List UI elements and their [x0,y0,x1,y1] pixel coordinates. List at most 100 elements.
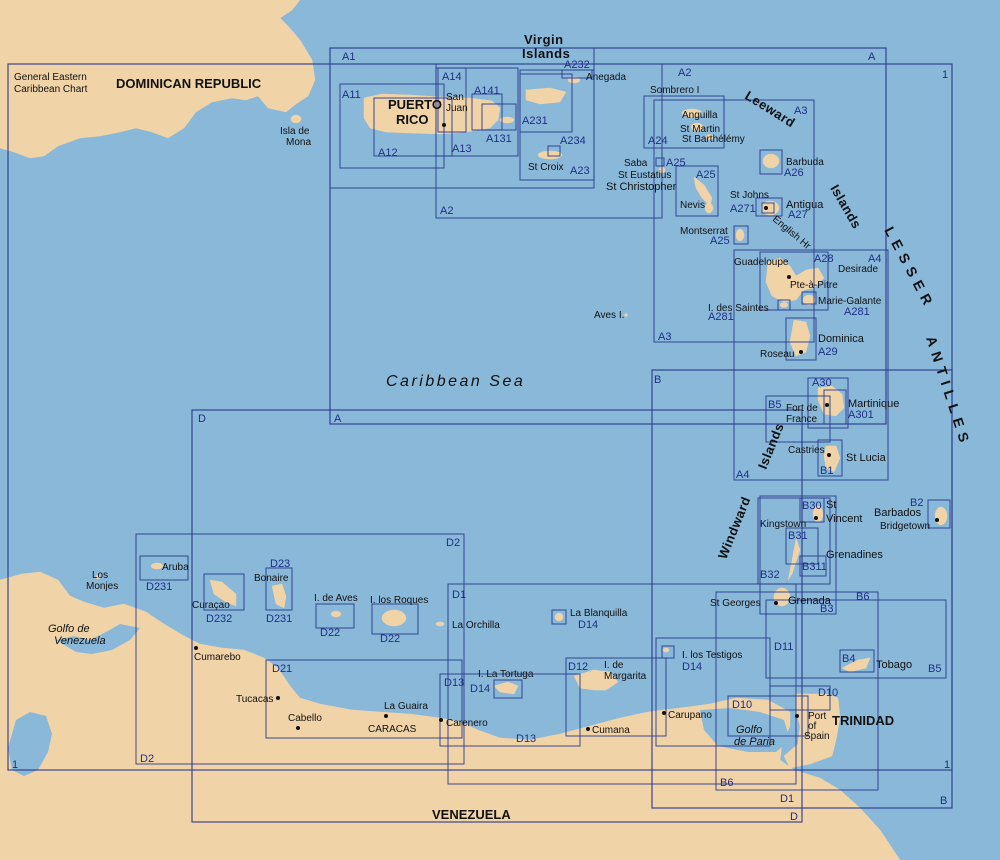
san-juan-dot [442,123,446,127]
st-croix-land [537,150,563,160]
chart-label-a30: A30 [812,377,832,389]
chart-label-a26: A26 [784,167,804,179]
chart-b31-boundary[interactable] [785,527,819,565]
chart-label-a3-top: A3 [794,105,807,117]
chart-d11-boundary[interactable] [655,637,771,747]
chart-label-b3: B3 [820,603,833,615]
chart-a14-boundary[interactable] [437,67,467,133]
chart-d12-boundary[interactable] [565,657,667,737]
antigua-land [760,200,780,216]
chart-b311-boundary[interactable] [799,555,827,577]
chart-b3-boundary[interactable] [759,495,837,615]
chart-d14-boundary[interactable] [493,679,523,699]
chart-label-a4-top: A4 [868,253,881,265]
chart-label-d14-tortuga: D14 [470,683,490,695]
isla-de-mona-label-1: Isla de [280,126,310,137]
barbados-label: Barbados [874,507,922,519]
chart-b6-boundary[interactable] [715,591,879,791]
chart-d21-boundary[interactable] [265,659,463,739]
i-la-tortuga-land [493,681,519,695]
i-de-margarita-label-2: Margarita [604,671,647,682]
chart-d22b-boundary[interactable] [371,603,419,635]
i-des-saintes-land [779,302,789,308]
chart-a281-saintes-boundary[interactable] [777,299,791,311]
chart-b2-boundary[interactable] [927,499,951,529]
st-martin-label: St Martin [680,124,720,135]
chart-a271-boundary[interactable] [761,202,775,214]
golfo-de-venezuela-label-2: Venezuela [54,635,106,647]
i-la-tortuga-label: I. La Tortuga [478,669,534,680]
chart-a29-boundary[interactable] [785,317,817,361]
dominica-label: Dominica [818,333,865,345]
st-barthelemy-label: St Barthélémy [682,134,745,145]
chart-d23-boundary[interactable] [265,567,293,611]
chart-a23-boundary[interactable] [519,69,595,181]
cumarebo-dot [194,646,198,650]
la-blanquilla-land [554,612,564,622]
chart-a234-boundary[interactable] [547,145,561,157]
chart-a131-boundary[interactable] [481,103,517,131]
cumarebo-label: Cumarebo [194,652,241,663]
chart-a25-saba-boundary[interactable] [655,157,665,167]
chart-b5-boundary[interactable] [765,599,947,679]
chart-d13-boundary[interactable] [439,673,581,747]
kingstown-dot [814,516,818,520]
chart-d10-boundary[interactable] [727,695,809,737]
chart-a4-boundary[interactable] [733,249,889,481]
chart-d-boundary[interactable] [191,409,803,823]
la-orchilla-label: La Orchilla [452,620,500,631]
chart-label-a3: A3 [658,331,671,343]
chart-label-a4: A4 [736,469,749,481]
trinidad-label: TRINIDAD [832,713,894,728]
chart-a-boundary[interactable] [329,47,887,425]
chart-label-a301: A301 [848,409,874,421]
i-los-testigos-label: I. los Testigos [682,650,742,661]
antigua-label: Antigua [786,199,824,211]
chart-a30-boundary[interactable] [807,377,849,429]
isla-de-mona-label-2: Mona [286,137,311,148]
chart-a25-boundary[interactable] [675,165,719,217]
st-vincent-label-2: Vincent [826,513,863,525]
chart-a28-boundary[interactable] [759,251,829,311]
puerto-rico-label-line1: PUERTO [388,97,442,112]
chart-label-a271: A271 [730,203,756,215]
chart-b1-boundary[interactable] [817,439,843,477]
chart-a25-montserrat-boundary[interactable] [733,225,749,245]
nevis-label: Nevis [680,200,705,211]
chart-a26-boundary[interactable] [759,149,783,175]
chart-label-b311: B311 [802,561,827,573]
chart-label-d231-aruba: D231 [146,581,172,593]
st-georges-dot [774,601,778,605]
chart-b-boundary[interactable] [651,369,953,809]
chart-a24-boundary[interactable] [643,95,725,149]
chart-label-a281: A281 [844,306,870,318]
caracas-label: CARACAS [368,724,417,735]
chart-label-d23: D23 [270,558,290,570]
chart-d2-boundary[interactable] [135,533,465,765]
chart-d14c-boundary[interactable] [661,645,675,659]
chart-a281-boundary[interactable] [801,291,817,305]
venezuela-label: VENEZUELA [432,807,511,822]
chart-label-1-bottom-left: 1 [12,759,18,771]
chart-a27-boundary[interactable] [755,197,783,217]
chart-d14b-boundary[interactable] [551,609,567,625]
chart-d232-boundary[interactable] [203,573,245,611]
city-markers [194,123,939,731]
chart-b5-top-boundary[interactable] [765,395,831,443]
la-guaira-label: La Guaira [384,701,428,712]
golfo-de-venezuela-label-1: Golfo de [48,623,90,635]
chart-a13-boundary[interactable] [435,67,519,157]
chart-b4-boundary[interactable] [839,649,875,673]
chart-d231-boundary[interactable] [139,555,189,581]
chart-d1-boundary[interactable] [447,583,797,785]
chart-label-a24: A24 [648,135,668,147]
chart-a232-boundary[interactable] [561,69,593,79]
chart-a301-boundary[interactable] [823,389,847,425]
chart-d22-boundary[interactable] [315,603,355,629]
chart-a12-boundary[interactable] [373,97,453,157]
aruba-land [150,562,164,570]
st-lucia-label: St Lucia [846,452,887,464]
chart-label-a281-saintes: A281 [708,311,734,323]
marie-galante-label: Marie-Galante [818,296,882,307]
